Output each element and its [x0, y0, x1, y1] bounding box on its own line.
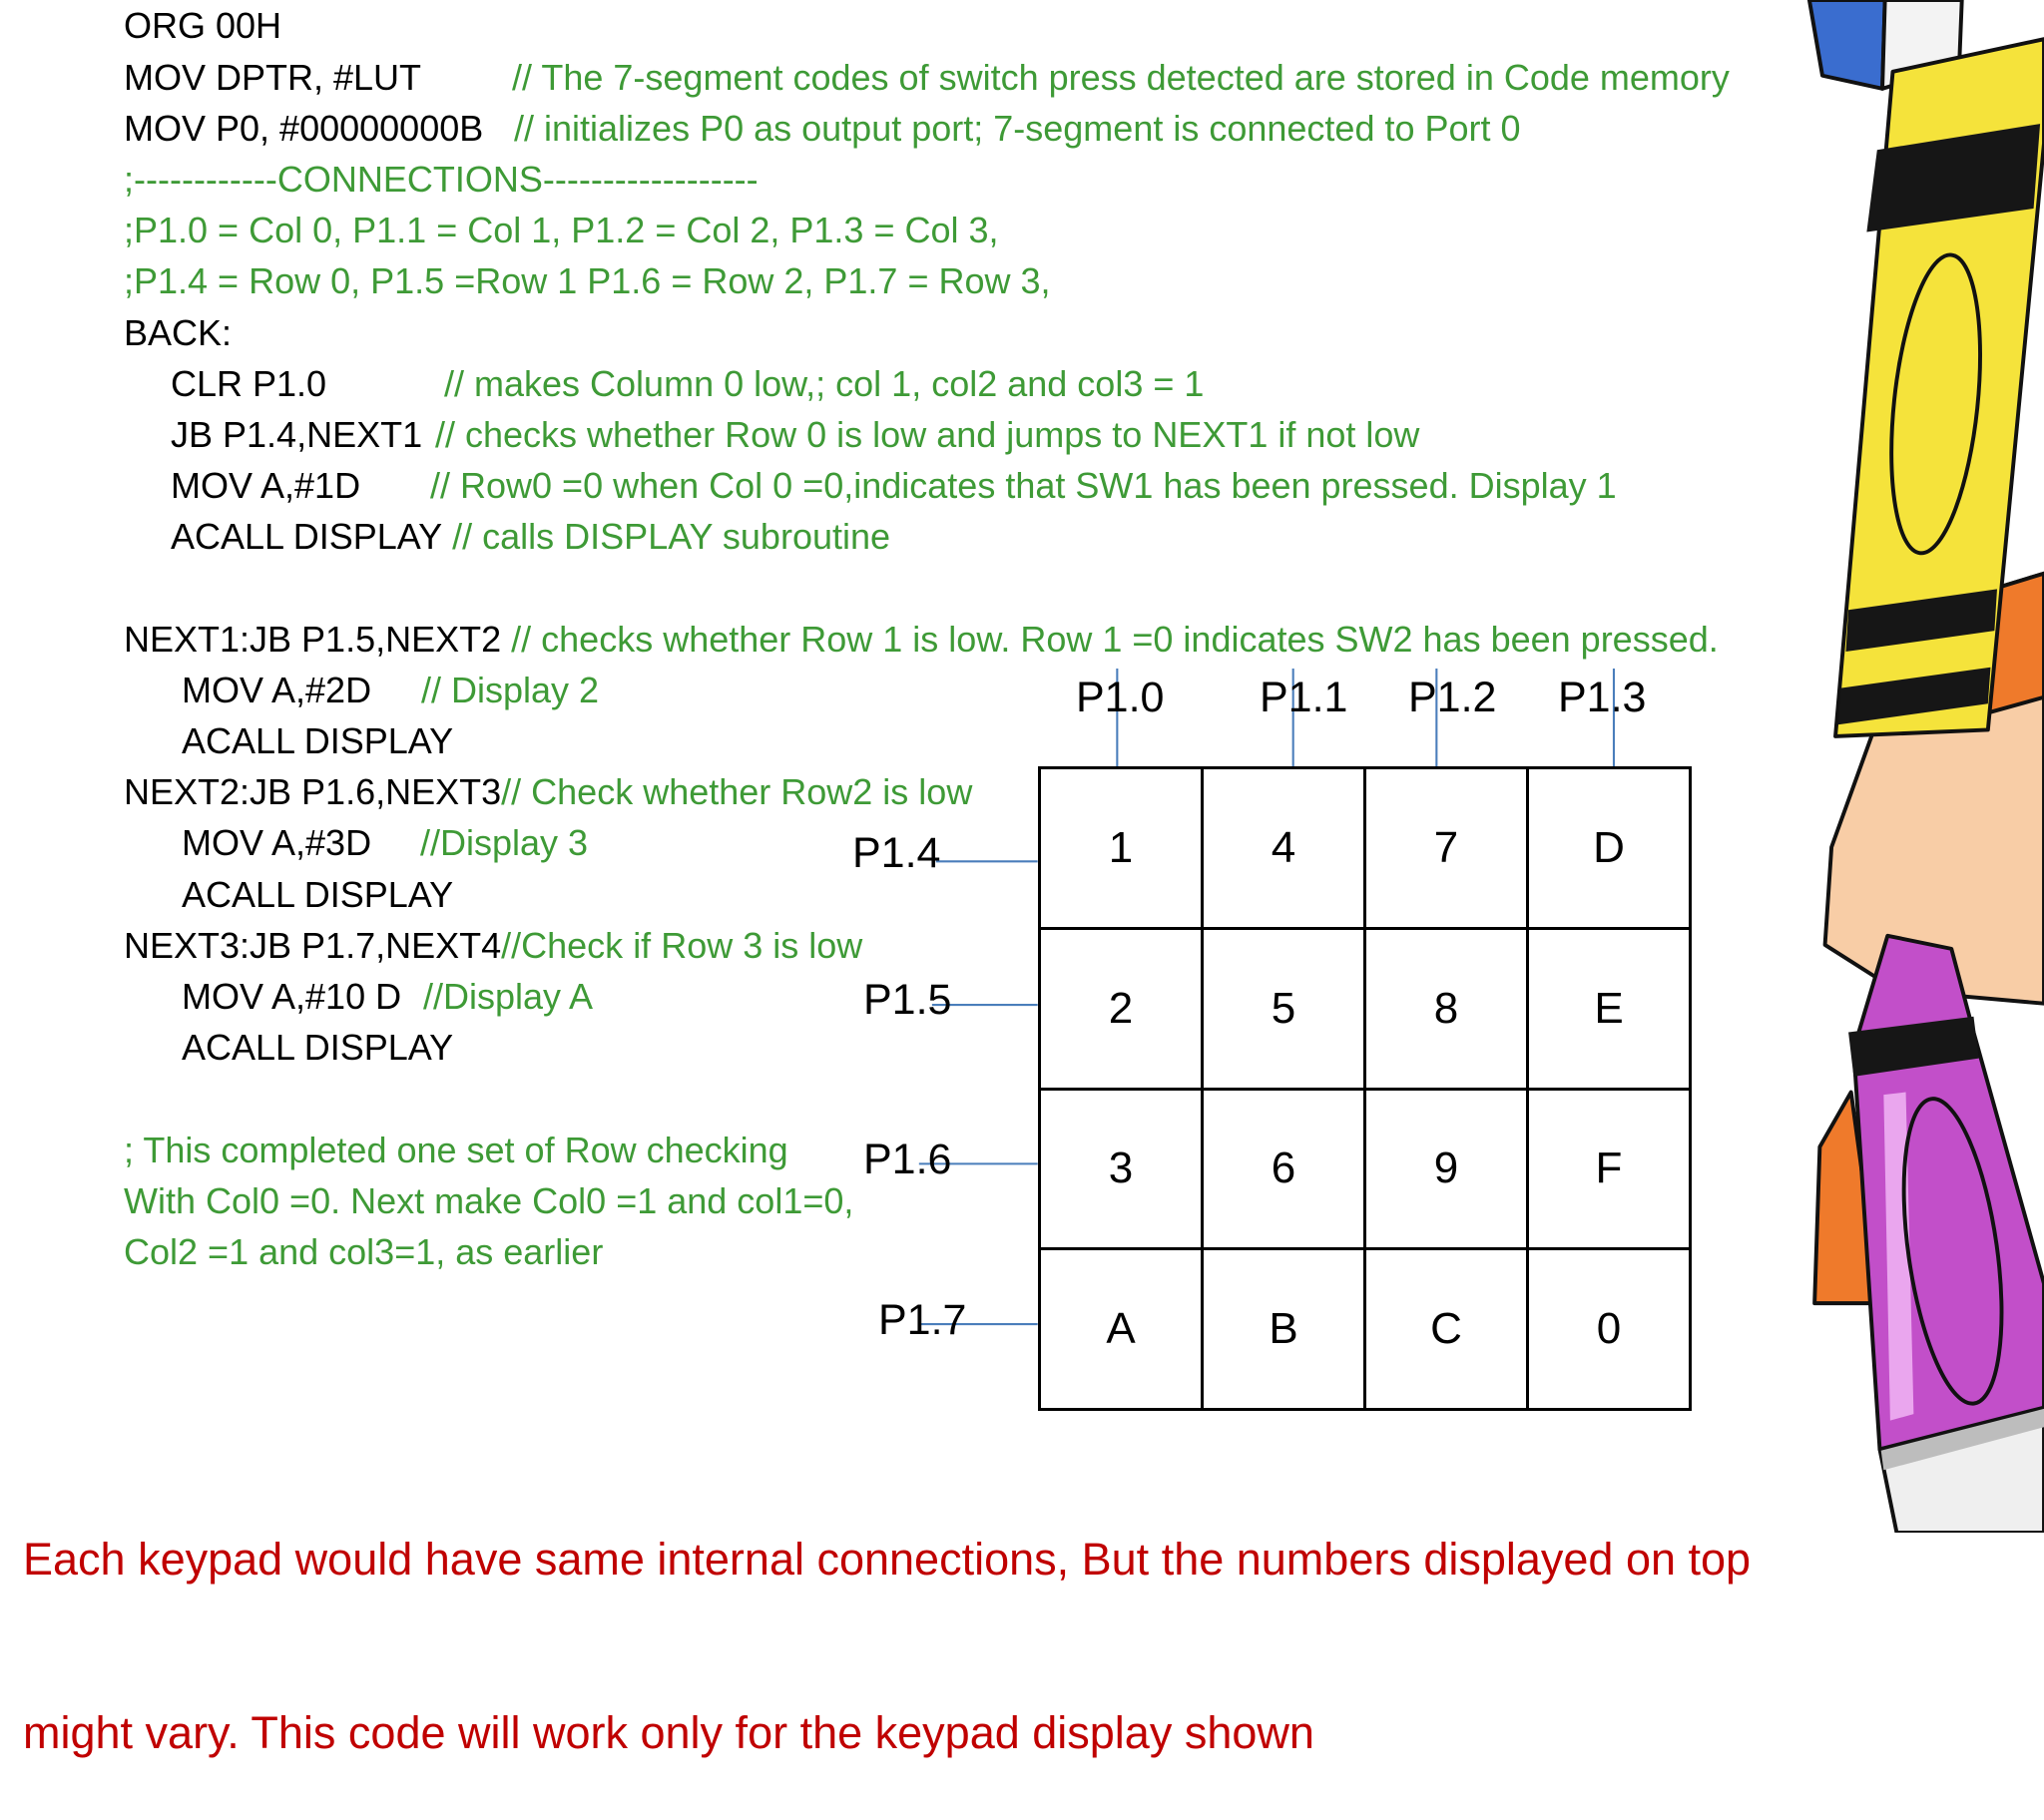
code-instruction: JB P1.4,NEXT1 [171, 413, 423, 455]
code-line: MOV P0, #00000000B // initializes P0 as o… [0, 103, 2044, 154]
code-instruction: MOV DPTR, #LUT [124, 56, 422, 98]
purple-crayon [1848, 933, 2044, 1533]
note-line: Col2 =1 and col3=1, as earlier [0, 1226, 2044, 1277]
column-pin-label: P1.2 [1408, 674, 1497, 721]
code-instruction: ACALL DISPLAY [182, 720, 454, 762]
code-comment: //Display A [423, 975, 594, 1017]
keypad-key: 0 [1529, 1250, 1689, 1408]
code-line: BACK: [0, 307, 2044, 358]
code-instruction: MOV A,#10 D [182, 975, 402, 1017]
keypad-key: C [1366, 1250, 1526, 1408]
code-comment: ;P1.0 = Col 0, P1.1 = Col 1, P1.2 = Col … [124, 210, 999, 251]
code-comment: // Row0 =0 when Col 0 =0,indicates that … [430, 465, 1617, 507]
keypad-key: 2 [1041, 929, 1201, 1088]
code-line: MOV DPTR, #LUT // The 7-segment codes of … [0, 52, 2044, 103]
keypad-key: 7 [1366, 769, 1526, 927]
code-line: JB P1.4,NEXT1 // checks whether Row 0 is … [0, 409, 2044, 460]
keypad-key: B [1204, 1250, 1363, 1408]
yellow-crayon [1833, 37, 2044, 738]
code-line: ORG 00H [0, 0, 2044, 51]
row-pin-label: P1.7 [878, 1296, 967, 1344]
code-line: ;P1.4 = Row 0, P1.5 =Row 1 P1.6 = Row 2,… [0, 255, 2044, 306]
code-line: MOV A,#3D //Display 3 [0, 817, 2044, 868]
code-comment: ;P1.4 = Row 0, P1.5 =Row 1 P1.6 = Row 2,… [124, 260, 1051, 302]
code-instruction: CLR P1.0 [171, 362, 327, 404]
crayons-illustration [1806, 0, 2044, 1533]
keypad-wires [918, 669, 1616, 1326]
code-line: NEXT3:JB P1.7,NEXT4//Check if Row 3 is l… [0, 920, 2044, 971]
code-comment: // initializes P0 as output port; 7-segm… [514, 107, 1521, 149]
column-pin-label: P1.3 [1558, 674, 1647, 721]
keypad-key: F [1529, 1090, 1689, 1248]
row-pin-label: P1.4 [852, 829, 941, 877]
code-comment: //Check if Row 3 is low [501, 924, 863, 966]
code-comment: // checks whether Row 0 is low and jumps… [435, 413, 1420, 455]
blank-line [0, 562, 2044, 613]
keypad-key: 8 [1366, 929, 1526, 1088]
code-instruction: MOV A,#1D [171, 465, 361, 507]
code-label: BACK: [124, 311, 233, 353]
footer-line: Each keypad would have same internal con… [23, 1534, 1752, 1585]
code-line: MOV A,#2D // Display 2 [0, 665, 2044, 715]
code-instruction: MOV A,#3D [182, 822, 372, 864]
code-listing: ORG 00H MOV DPTR, #LUT // The 7-segment c… [0, 0, 2044, 1277]
code-line: ACALL DISPLAY [0, 715, 2044, 766]
keypad-grid: 1 4 7 D 2 5 8 E 3 6 9 F A B C 0 [1038, 766, 1692, 1411]
keypad-key: 9 [1366, 1090, 1526, 1248]
code-instruction: NEXT3:JB P1.7,NEXT4 [124, 924, 502, 966]
code-line: ACALL DISPLAY [0, 869, 2044, 920]
code-instruction: ACALL DISPLAY [171, 516, 443, 558]
row-pin-label: P1.6 [863, 1136, 952, 1183]
column-pin-label: P1.1 [1260, 674, 1348, 721]
keypad-key: D [1529, 769, 1689, 927]
note-text: With Col0 =0. Next make Col0 =1 and col1… [124, 1179, 854, 1221]
slide-graphics [918, 0, 2044, 1533]
code-instruction: MOV A,#2D [182, 669, 372, 710]
code-instruction: MOV P0, #00000000B [124, 107, 484, 149]
note-text: Col2 =1 and col3=1, as earlier [124, 1230, 604, 1272]
keypad-key: 1 [1041, 769, 1201, 927]
code-line: ;------------CONNECTIONS----------------… [0, 154, 2044, 205]
column-pin-label: P1.0 [1076, 674, 1165, 721]
note-line: ; This completed one set of Row checking [0, 1125, 2044, 1175]
keypad-key: E [1529, 929, 1689, 1088]
code-comment: // Check whether Row2 is low [501, 771, 973, 813]
code-instruction: NEXT2:JB P1.6,NEXT3 [124, 771, 502, 813]
code-comment: // The 7-segment codes of switch press d… [512, 56, 1730, 98]
blank-line [0, 1073, 2044, 1124]
code-comment: // checks whether Row 1 is low. Row 1 =0… [511, 618, 1719, 660]
footer-line: might vary. This code will work only for… [23, 1707, 1314, 1758]
code-line: MOV A,#1D // Row0 =0 when Col 0 =0,indica… [0, 460, 2044, 511]
orange-crayon-tip [1812, 1090, 1882, 1306]
code-line: CLR P1.0 // makes Column 0 low,; col 1, c… [0, 358, 2044, 409]
keypad-key: 6 [1204, 1090, 1363, 1248]
keypad-key: 3 [1041, 1090, 1201, 1248]
footer-note: Each keypad would have same internal con… [23, 1415, 1751, 1820]
code-instruction: ORG 00H [124, 5, 282, 47]
keypad-key: 4 [1204, 769, 1363, 927]
code-comment: // calls DISPLAY subroutine [452, 516, 891, 558]
keypad-key: A [1041, 1250, 1201, 1408]
keypad-key: 5 [1204, 929, 1363, 1088]
row-pin-label: P1.5 [863, 976, 952, 1024]
code-comment: //Display 3 [420, 822, 589, 864]
code-instruction: ACALL DISPLAY [182, 873, 454, 915]
code-line: ACALL DISPLAY [0, 1022, 2044, 1073]
note-line: With Col0 =0. Next make Col0 =1 and col1… [0, 1175, 2044, 1226]
code-line: NEXT1:JB P1.5,NEXT2// checks whether Row… [0, 614, 2044, 665]
code-line: ACALL DISPLAY// calls DISPLAY subroutine [0, 511, 2044, 562]
code-instruction: ACALL DISPLAY [182, 1027, 454, 1069]
code-instruction: NEXT1:JB P1.5,NEXT2 [124, 618, 502, 660]
code-line: MOV A,#10 D //Display A [0, 971, 2044, 1022]
code-comment: // makes Column 0 low,; col 1, col2 and … [444, 362, 1205, 404]
code-line: ;P1.0 = Col 0, P1.1 = Col 1, P1.2 = Col … [0, 205, 2044, 255]
code-comment: // Display 2 [421, 669, 600, 710]
note-text: ; This completed one set of Row checking [124, 1129, 788, 1170]
code-comment: ;------------CONNECTIONS----------------… [124, 158, 759, 200]
code-line: NEXT2:JB P1.6,NEXT3// Check whether Row2… [0, 766, 2044, 817]
